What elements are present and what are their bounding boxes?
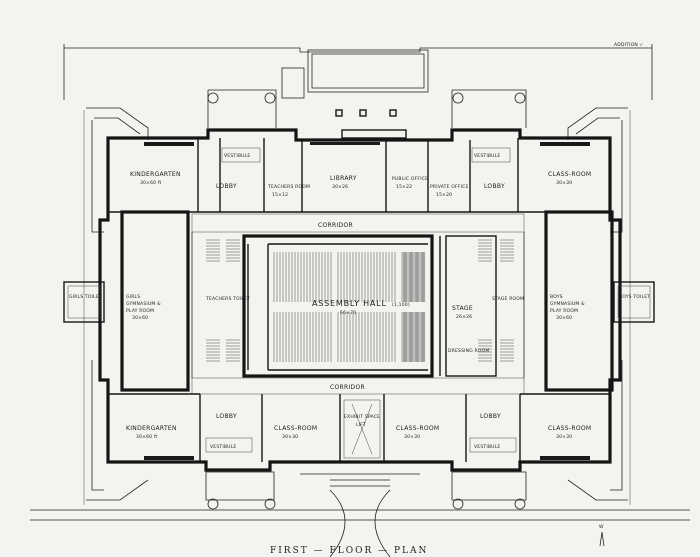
dims-stage: 26×26: [456, 314, 472, 320]
label-girls-gym-1: GIRLS: [126, 294, 140, 300]
dims-public-office: 15×22: [396, 184, 412, 190]
label-assembly-hall: ASSEMBLY HALL: [312, 299, 387, 308]
label-lobby-top-left: LOBBY: [216, 183, 237, 190]
entrance-steps: [205, 89, 527, 557]
label-girls-gym-2: GYMNASIUM &: [126, 301, 161, 307]
dims-classroom-top-right: 30×30: [556, 180, 572, 186]
dims-assembly-hall: 66×70: [340, 310, 356, 316]
dims-classroom-bottom-center: 30×30: [404, 434, 420, 440]
dims-classroom-bottom-right: 30×30: [556, 434, 572, 440]
label-vestibule-bottom-right: VESTIBULE: [474, 444, 500, 450]
label-classroom-top-right: CLASS-ROOM: [548, 171, 591, 178]
label-corridor-bottom: CORRIDOR: [330, 384, 365, 391]
stairways: [206, 239, 514, 362]
dims-girls-gym: 30×60: [132, 315, 148, 321]
label-lobby-bottom-left: LOBBY: [216, 413, 237, 420]
label-girls-gym-3: PLAY ROOM: [126, 308, 154, 314]
outer-wings: [86, 107, 628, 501]
label-girls-toilet: GIRLS TOILET: [69, 294, 102, 300]
label-stage: STAGE: [452, 305, 473, 312]
label-vestibule-bottom-left: VESTIBULE: [210, 444, 236, 450]
label-private-office: PRIVATE OFFICE: [430, 184, 469, 190]
compass: W: [599, 524, 605, 547]
corridors: [191, 213, 525, 395]
dims-library: 30×26: [332, 184, 348, 190]
label-kindergarten-top: KINDERGARTEN: [130, 171, 181, 178]
label-teachers-toilet: TEACHERS TOILET: [205, 296, 250, 302]
label-dressing-room: DRESSING ROOM: [448, 348, 489, 354]
label-kindergarten-bottom: KINDERGARTEN: [126, 425, 177, 432]
label-boys-gym-3: PLAY ROOM: [550, 308, 578, 314]
label-lobby-bottom-right: LOBBY: [480, 413, 501, 420]
dims-teachers-room: 15×12: [272, 192, 288, 198]
label-stage-room: STAGE ROOM: [492, 296, 524, 302]
label-boys-toilet: BOYS TOILET: [619, 294, 650, 300]
label-library: LIBRARY: [330, 175, 357, 182]
gymnasium-wings: [63, 210, 655, 392]
compass-label: W: [599, 524, 604, 530]
label-lift: LIFT: [356, 422, 366, 428]
label-corridor-top: CORRIDOR: [318, 222, 353, 229]
dims-boys-gym: 30×60: [556, 315, 572, 321]
label-assembly-seats: (1,100): [392, 302, 410, 308]
dims-kindergarten-top: 30×60 ft: [140, 180, 162, 186]
bottom-row: [108, 393, 610, 462]
label-lobby-top-right: LOBBY: [484, 183, 505, 190]
dims-classroom-bottom-left: 30×30: [282, 434, 298, 440]
label-boys-gym-2: GYMNASIUM &: [550, 301, 585, 307]
assembly-hall: [242, 234, 497, 378]
assembly-seating: [273, 252, 426, 362]
label-classroom-bottom-right: CLASS-ROOM: [548, 425, 591, 432]
corner-note: ADDITION ✓: [614, 42, 644, 48]
label-teachers-room: TEACHERS ROOM: [267, 184, 310, 190]
north-court: [281, 49, 429, 139]
label-vestibule-top-left: VESTIBULE: [224, 153, 250, 159]
label-classroom-bottom-left: CLASS-ROOM: [274, 425, 317, 432]
label-public-office: PUBLIC OFFICE: [392, 176, 428, 182]
label-exhibit-space: EXHIBIT SPACE: [344, 414, 380, 420]
label-vestibule-top-right: VESTIBULE: [474, 153, 500, 159]
site-boundary: [30, 44, 690, 521]
label-boys-gym-1: BOYS: [550, 294, 563, 300]
dims-kindergarten-bottom: 30×60 ft: [136, 434, 158, 440]
dims-private-office: 15×20: [436, 192, 452, 198]
room-labels: KINDERGARTEN 30×60 ft LOBBY VESTIBULE TE…: [69, 42, 650, 556]
label-classroom-bottom-center: CLASS-ROOM: [396, 425, 439, 432]
building-outline: [98, 128, 622, 472]
plan-title: FIRST — FLOOR — PLAN: [270, 546, 428, 556]
